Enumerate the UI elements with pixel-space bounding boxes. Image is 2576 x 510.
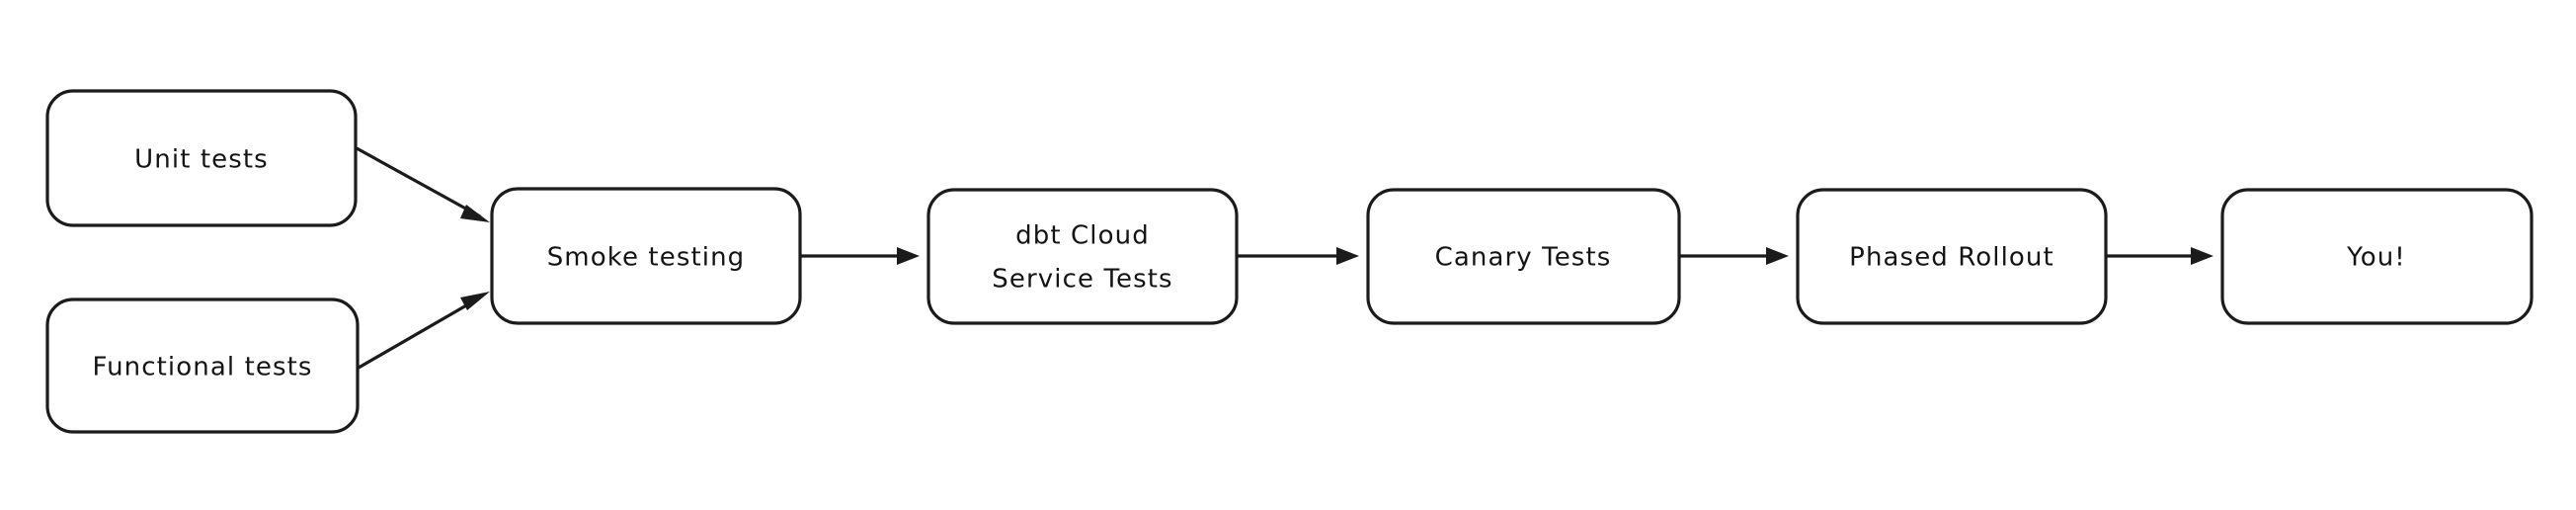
edge-dbt-to-canary [1238,247,1359,265]
node-smoke-testing-shape[interactable] [490,187,802,325]
edge-canary-to-phased [1680,247,1789,265]
node-phased-rollout-shape[interactable] [1796,188,2108,325]
node-you-label: You! [2346,243,2406,273]
node-unit-tests-shape[interactable] [45,89,358,227]
node-phased-rollout[interactable]: Phased Rollout [1796,188,2108,325]
node-unit-tests-label: Unit tests [134,145,269,175]
edge-functional-to-smoke-arrowhead [460,292,490,310]
edge-unit-to-smoke-arrowhead [460,205,490,222]
node-canary-tests[interactable]: Canary Tests [1366,188,1681,325]
edge-smoke-to-dbt-arrowhead [897,247,920,265]
node-dbt-cloud-service-tests-shape[interactable] [926,188,1239,325]
edge-phased-to-you-arrowhead [2191,247,2214,265]
node-functional-tests-shape[interactable] [45,298,360,434]
node-unit-tests[interactable]: Unit tests [45,89,358,227]
edge-canary-to-phased-arrowhead [1766,247,1789,265]
edge-dbt-to-canary-arrowhead [1336,247,1359,265]
node-dbt-cloud-service-tests-label-line1: dbt Cloud [1015,221,1150,251]
node-functional-tests-label: Functional tests [92,353,312,382]
edge-layer [356,146,2214,370]
node-functional-tests[interactable]: Functional tests [45,298,360,434]
node-canary-tests-shape[interactable] [1366,188,1681,325]
node-smoke-testing-label: Smoke testing [547,243,746,273]
edge-smoke-to-dbt [801,247,920,265]
edge-functional-to-smoke-line [358,296,481,370]
node-phased-rollout-label: Phased Rollout [1849,243,2054,273]
node-you-shape[interactable] [2220,188,2534,325]
edge-phased-to-you [2107,247,2214,265]
node-you[interactable]: You! [2220,188,2534,325]
edge-unit-to-smoke-line [356,146,481,218]
edge-unit-to-smoke [356,146,490,222]
node-canary-tests-label: Canary Tests [1435,243,1612,273]
node-smoke-testing[interactable]: Smoke testing [490,187,802,325]
node-dbt-cloud-service-tests-label-line2: Service Tests [992,265,1172,295]
node-layer: Unit tests Functional tests Smoke testin… [45,89,2534,434]
node-dbt-cloud-service-tests[interactable]: dbt Cloud Service Tests [926,188,1239,325]
edge-functional-to-smoke [358,292,490,370]
